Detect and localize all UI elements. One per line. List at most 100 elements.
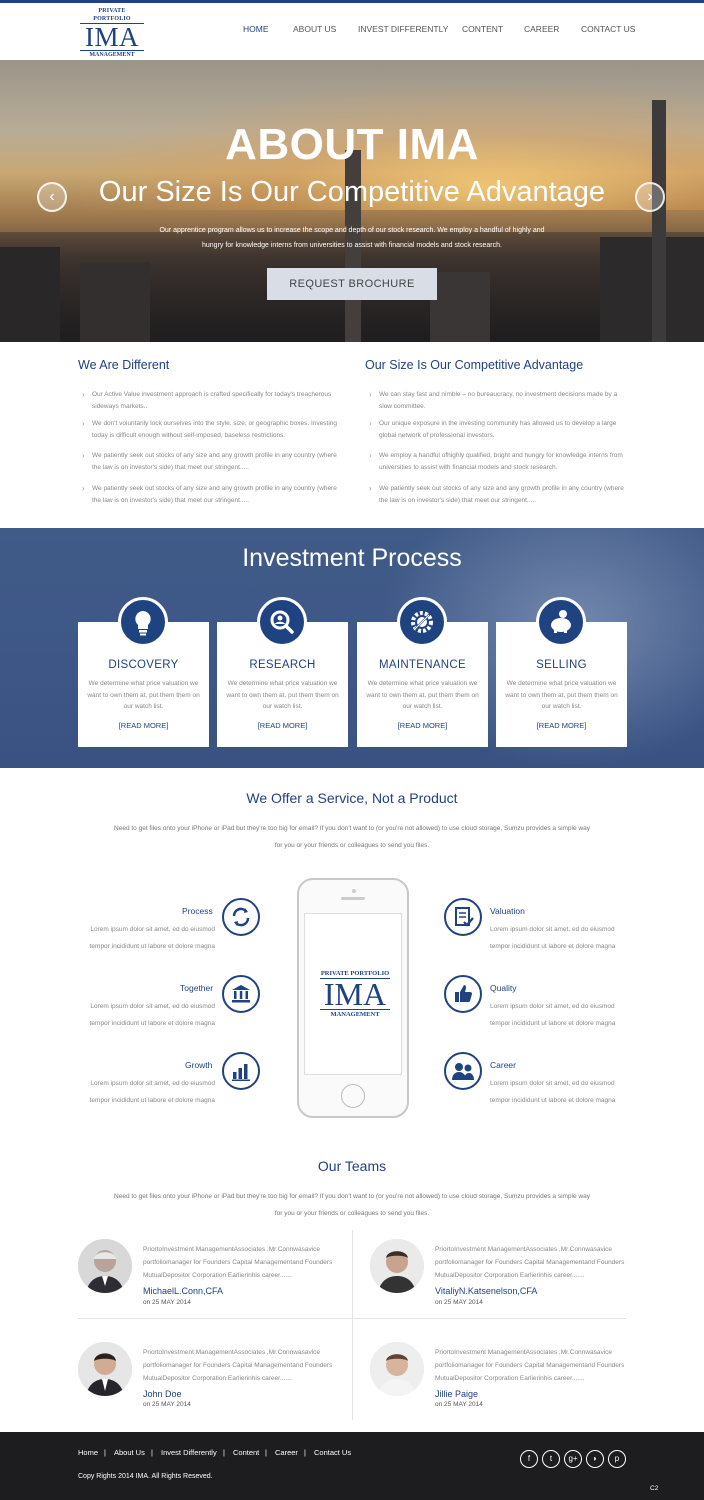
logo-line-1: PRIVATE PORTFOLIO xyxy=(80,7,144,24)
building xyxy=(430,272,490,342)
feature-together-title: Together xyxy=(180,983,214,993)
teams-description: Need to get files onto your iPhone or iP… xyxy=(114,1193,590,1217)
chevron-right-icon: › xyxy=(82,484,85,493)
feature-quality-title: Quality xyxy=(490,983,517,993)
hero-title: ABOUT IMA xyxy=(225,120,479,169)
different-item: ›We don't voluntarily lock ourselves int… xyxy=(82,419,337,439)
copyright: Copy Rights 2014 IMA. All Rights Reseved… xyxy=(78,1473,213,1480)
lightbulb-icon xyxy=(118,597,168,647)
facebook-icon[interactable]: f xyxy=(520,1450,538,1468)
team-divider-horizontal xyxy=(78,1318,626,1319)
card-text: We determine what price valuation we wan… xyxy=(366,680,479,710)
tower xyxy=(652,100,666,342)
bar-chart-icon xyxy=(222,1052,260,1090)
chevron-right-icon: › xyxy=(369,484,372,493)
team-bio: PriortoInvestment ManagementAssociates ,… xyxy=(435,1246,625,1279)
service-description: Need to get files onto your iPhone or iP… xyxy=(114,825,590,849)
advantage-item: ›Our unique exposure in the investing co… xyxy=(369,419,617,439)
hero-description: Our apprentice program allows us to incr… xyxy=(159,227,545,249)
read-more-link[interactable]: [READ MORE] xyxy=(397,721,448,730)
hero-subtitle: Our Size Is Our Competitive Advantage xyxy=(98,176,606,208)
twitter-icon[interactable]: t xyxy=(542,1450,560,1468)
team-date: on 25 MAY 2014 xyxy=(435,1401,483,1408)
chevron-right-icon: › xyxy=(369,390,372,399)
feature-career-text: Lorem ipsum dolor sit amet, ed do eiusmo… xyxy=(490,1080,616,1104)
read-more-link[interactable]: [READ MORE] xyxy=(257,721,308,730)
feature-quality-text: Lorem ipsum dolor sit amet, ed do eiusmo… xyxy=(490,1003,616,1027)
thumbs-up-icon xyxy=(444,975,482,1013)
team-divider-vertical xyxy=(352,1230,353,1420)
card-title: SELLING xyxy=(536,659,587,671)
users-icon xyxy=(444,1052,482,1090)
read-more-link[interactable]: [READ MORE] xyxy=(536,721,587,730)
feature-valuation-title: Valuation xyxy=(490,906,525,916)
card-title: DISCOVERY xyxy=(108,659,179,671)
different-item: ›We patiently seek out stocks of any siz… xyxy=(82,451,337,471)
refresh-icon xyxy=(222,898,260,936)
footer-link-content[interactable]: Content xyxy=(233,1448,260,1457)
advantage-title: Our Size Is Our Competitive Advantage xyxy=(365,358,584,372)
gear-tools-icon xyxy=(397,597,447,647)
phone-mockup: PRIVATE PORTFOLIO IMA MANAGEMENT xyxy=(297,878,409,1118)
pinterest-icon[interactable]: p xyxy=(608,1450,626,1468)
nav-contact-us[interactable]: CONTACT US xyxy=(581,24,636,34)
footer-link-invest-differently[interactable]: Invest Differently xyxy=(161,1448,217,1457)
site-footer xyxy=(0,1432,704,1500)
read-more-link[interactable]: [READ MORE] xyxy=(118,721,169,730)
footer-link-about-us[interactable]: About Us xyxy=(114,1448,145,1457)
process-card-research: RESEARCH We determine what price valuati… xyxy=(217,597,348,747)
feature-process-title: Process xyxy=(182,906,213,916)
feature-process-text: Lorem ipsum dolor sit amet, ed do eiusmo… xyxy=(89,926,215,950)
footer-link-home[interactable]: Home xyxy=(78,1448,99,1457)
card-title: RESEARCH xyxy=(249,659,316,671)
team-member-name[interactable]: VitaliyN.Katsenelson,CFA xyxy=(435,1286,538,1296)
rss-icon[interactable]: ◗ xyxy=(586,1450,604,1468)
site-logo[interactable]: PRIVATE PORTFOLIO IMA MANAGEMENT xyxy=(80,7,144,58)
different-item: ›We patiently seek out stocks of any siz… xyxy=(82,484,337,504)
card-text: We determine what price valuation we wan… xyxy=(87,680,200,710)
advantage-item: ›We employ a handful ofhighly qualified,… xyxy=(369,451,623,471)
nav-home[interactable]: HOME xyxy=(243,24,269,34)
logo-name: IMA xyxy=(85,22,139,52)
bank-icon xyxy=(222,975,260,1013)
team-member-name[interactable]: Jillie Paige xyxy=(435,1389,479,1399)
avatar xyxy=(370,1342,424,1396)
process-card-discovery: DISCOVERY We determine what price valuat… xyxy=(78,597,209,747)
advantage-item: ›We can stay fast and nimble – no bureau… xyxy=(369,390,618,410)
nav-about-us[interactable]: ABOUT US xyxy=(293,24,337,34)
team-member-name[interactable]: MichaelL.Conn,CFA xyxy=(143,1286,224,1296)
google-plus-icon[interactable]: g+ xyxy=(564,1450,582,1468)
footer-link-career[interactable]: Career xyxy=(275,1448,298,1457)
team-bio: PriortoInvestment ManagementAssociates ,… xyxy=(435,1349,625,1382)
footer-separator: | xyxy=(223,1448,225,1457)
footer-separator: | xyxy=(151,1448,153,1457)
request-brochure-button[interactable]: REQUEST BROCHURE xyxy=(267,268,437,300)
phone-speaker xyxy=(341,897,365,900)
card-title: MAINTENANCE xyxy=(378,659,466,671)
phone-logo-line-1: PRIVATE PORTFOLIO xyxy=(320,970,390,979)
service-title: We Offer a Service, Not a Product xyxy=(246,790,458,806)
piggy-bank-icon xyxy=(536,597,586,647)
logo-line-3: MANAGEMENT xyxy=(80,50,144,59)
avatar xyxy=(78,1342,132,1396)
different-item: ›Our Active Value investment approach is… xyxy=(82,390,332,410)
nav-content[interactable]: CONTENT xyxy=(462,24,504,34)
footer-link-contact-us[interactable]: Contact Us xyxy=(314,1448,352,1457)
card-text: We determine what price valuation we wan… xyxy=(226,680,339,710)
building xyxy=(0,247,60,342)
footer-separator: | xyxy=(265,1448,267,1457)
hero-prev-arrow[interactable]: ‹ xyxy=(37,182,67,212)
chevron-right-icon: › xyxy=(82,419,85,428)
chevron-right-icon: › xyxy=(369,419,372,428)
chevron-right-icon: › xyxy=(82,451,85,460)
feature-valuation-text: Lorem ipsum dolor sit amet, ed do eiusmo… xyxy=(490,926,616,950)
team-member-name[interactable]: John Doe xyxy=(143,1389,182,1399)
hero-next-arrow[interactable]: › xyxy=(635,182,665,212)
advantage-item: ›We patiently seek out stocks of any siz… xyxy=(369,484,624,504)
nav-career[interactable]: CAREER xyxy=(524,24,560,34)
nav-invest-differently[interactable]: INVEST DIFFERENTLY xyxy=(358,24,449,34)
card-text: We determine what price valuation we wan… xyxy=(505,680,618,710)
footer-separator: | xyxy=(304,1448,306,1457)
phone-logo: PRIVATE PORTFOLIO IMA MANAGEMENT xyxy=(320,969,390,1019)
chevron-right-icon: › xyxy=(369,451,372,460)
